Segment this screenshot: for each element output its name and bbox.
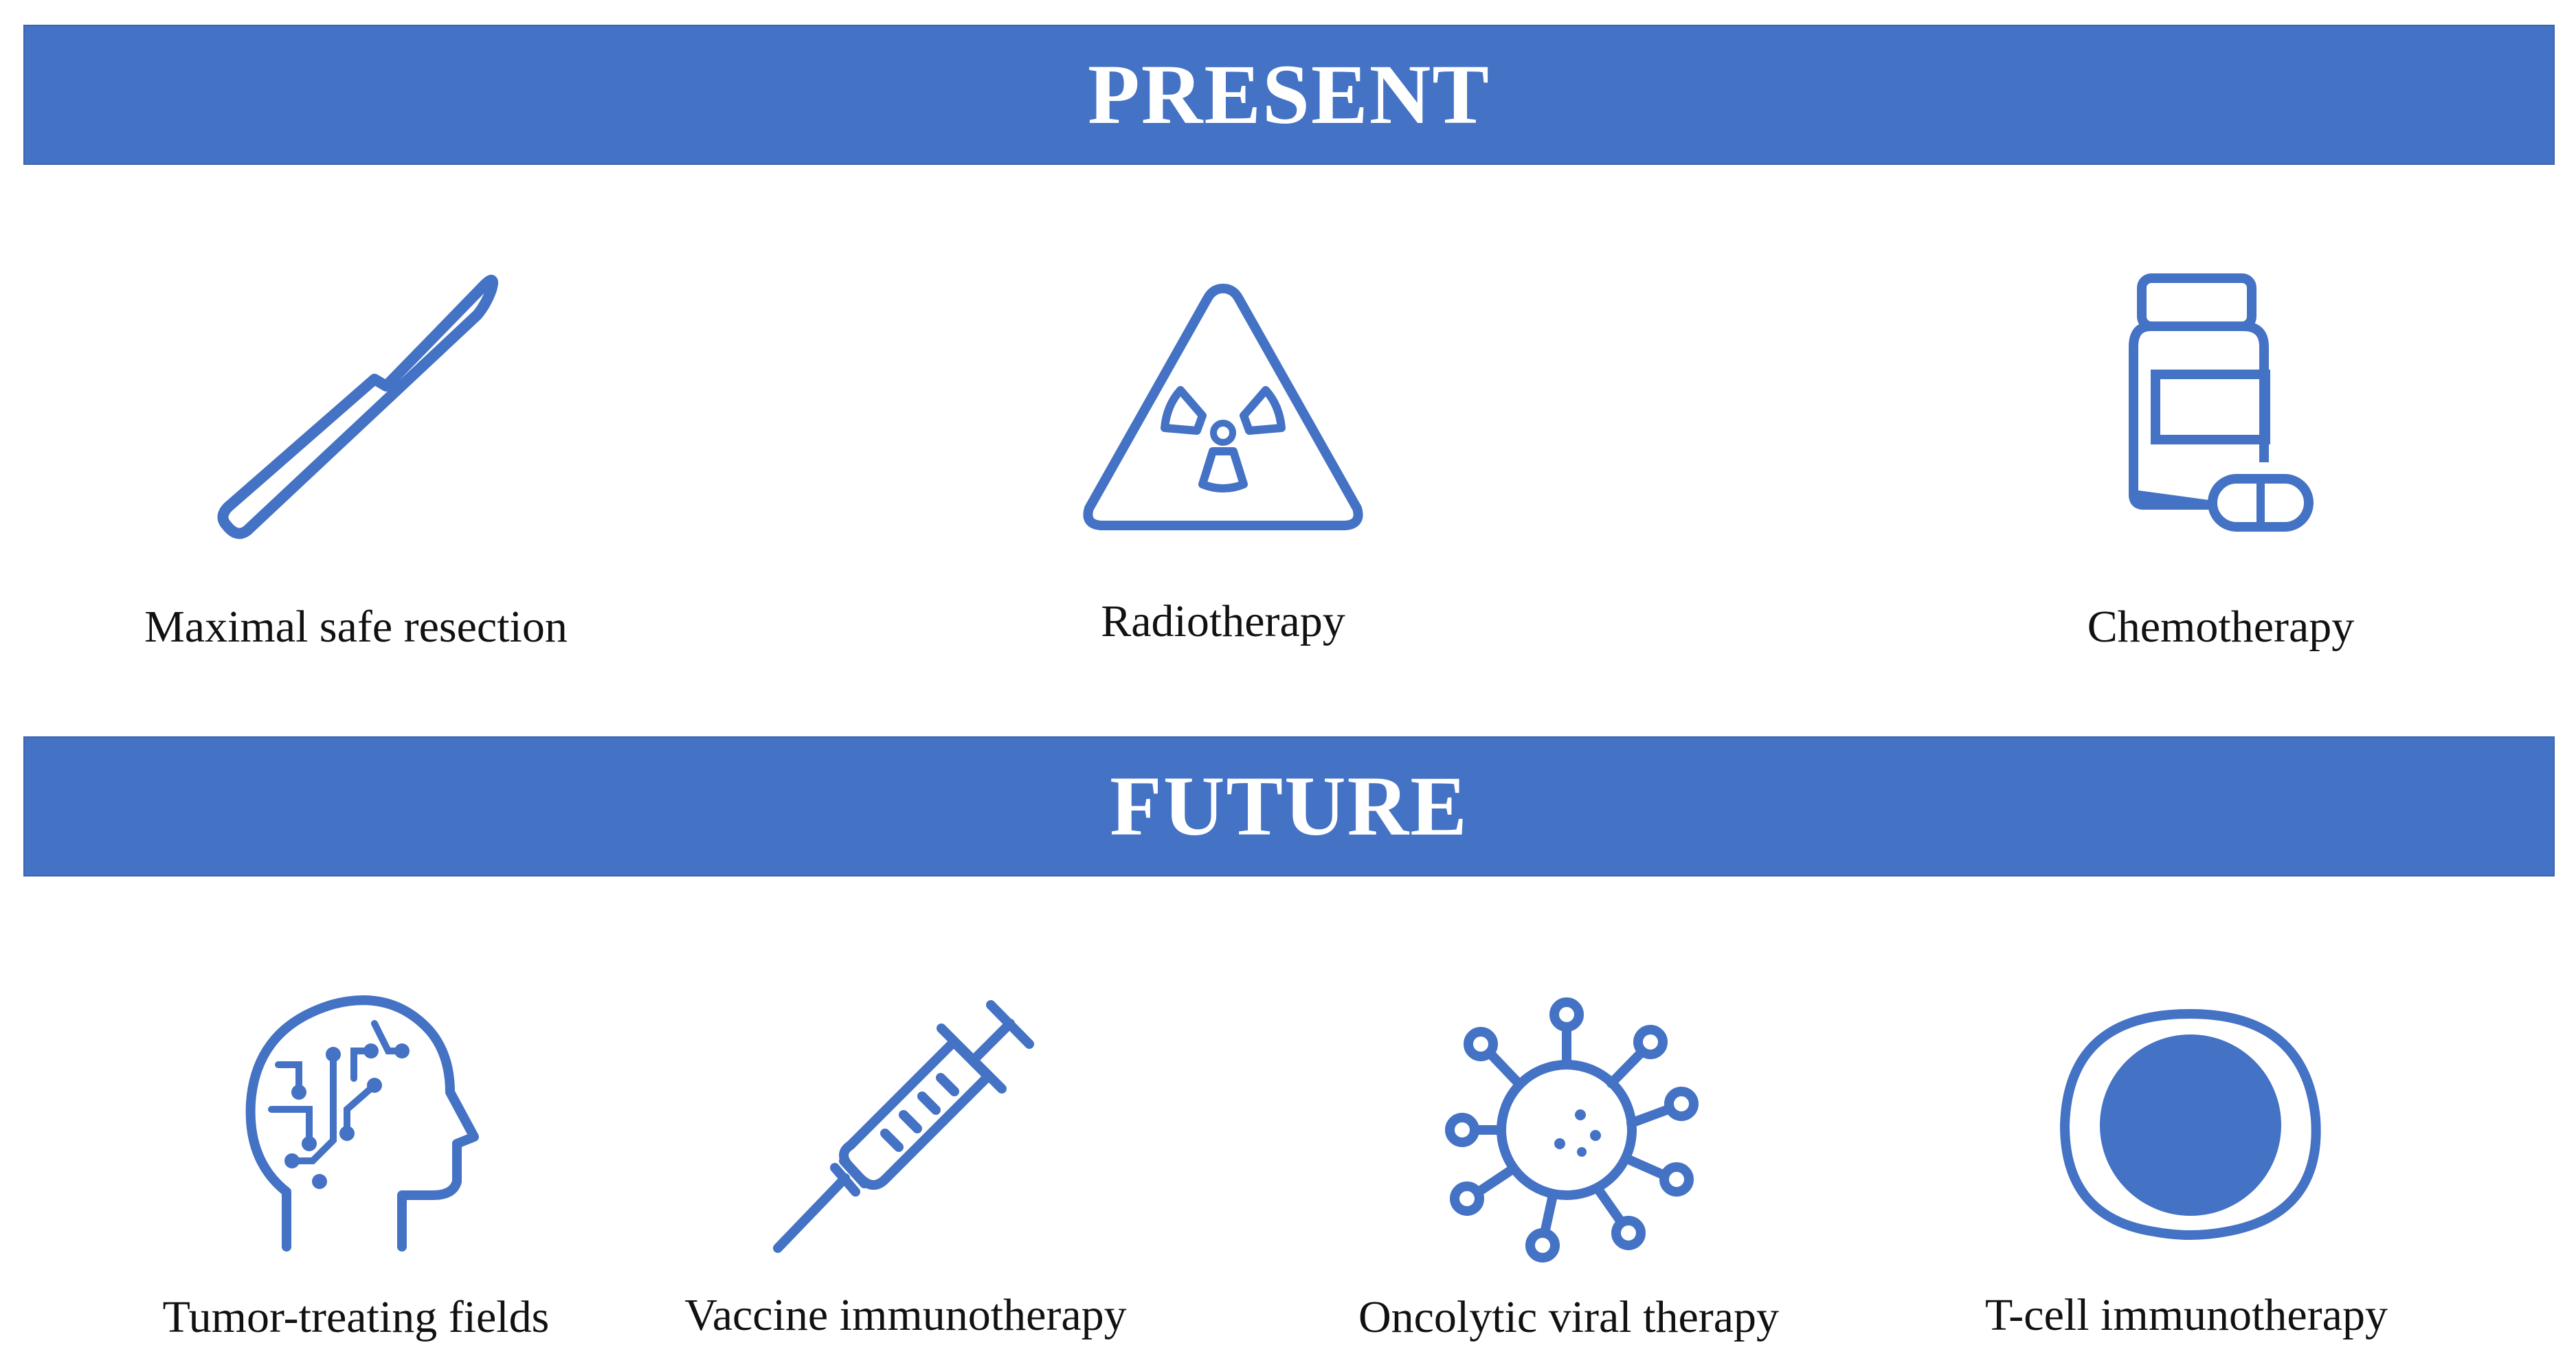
- chemotherapy-label: Chemotherapy: [2087, 602, 2355, 652]
- brain-circuit-head-icon: [244, 989, 479, 1254]
- radiation-hazard-icon: [1079, 278, 1367, 532]
- maximal-safe-resection-label: Maximal safe resection: [144, 602, 568, 652]
- future-banner: FUTURE: [23, 736, 2555, 876]
- vaccine-immunotherapy-label: Vaccine immunotherapy: [684, 1290, 1127, 1340]
- future-title: FUTURE: [1110, 759, 1468, 853]
- t-cell-icon: [2058, 1008, 2322, 1242]
- radiotherapy-label: Radiotherapy: [1101, 596, 1345, 646]
- present-banner: PRESENT: [23, 25, 2555, 165]
- t-cell-immunotherapy-label: T-cell immunotherapy: [1985, 1290, 2388, 1340]
- present-title: PRESENT: [1088, 47, 1490, 142]
- pill-bottle-icon: [2120, 271, 2319, 536]
- syringe-icon: [770, 993, 1038, 1257]
- scalpel-icon: [213, 261, 502, 550]
- virus-icon: [1436, 997, 1711, 1267]
- tumor-treating-fields-label: Tumor-treating fields: [162, 1292, 550, 1342]
- oncolytic-viral-therapy-label: Oncolytic viral therapy: [1358, 1292, 1780, 1342]
